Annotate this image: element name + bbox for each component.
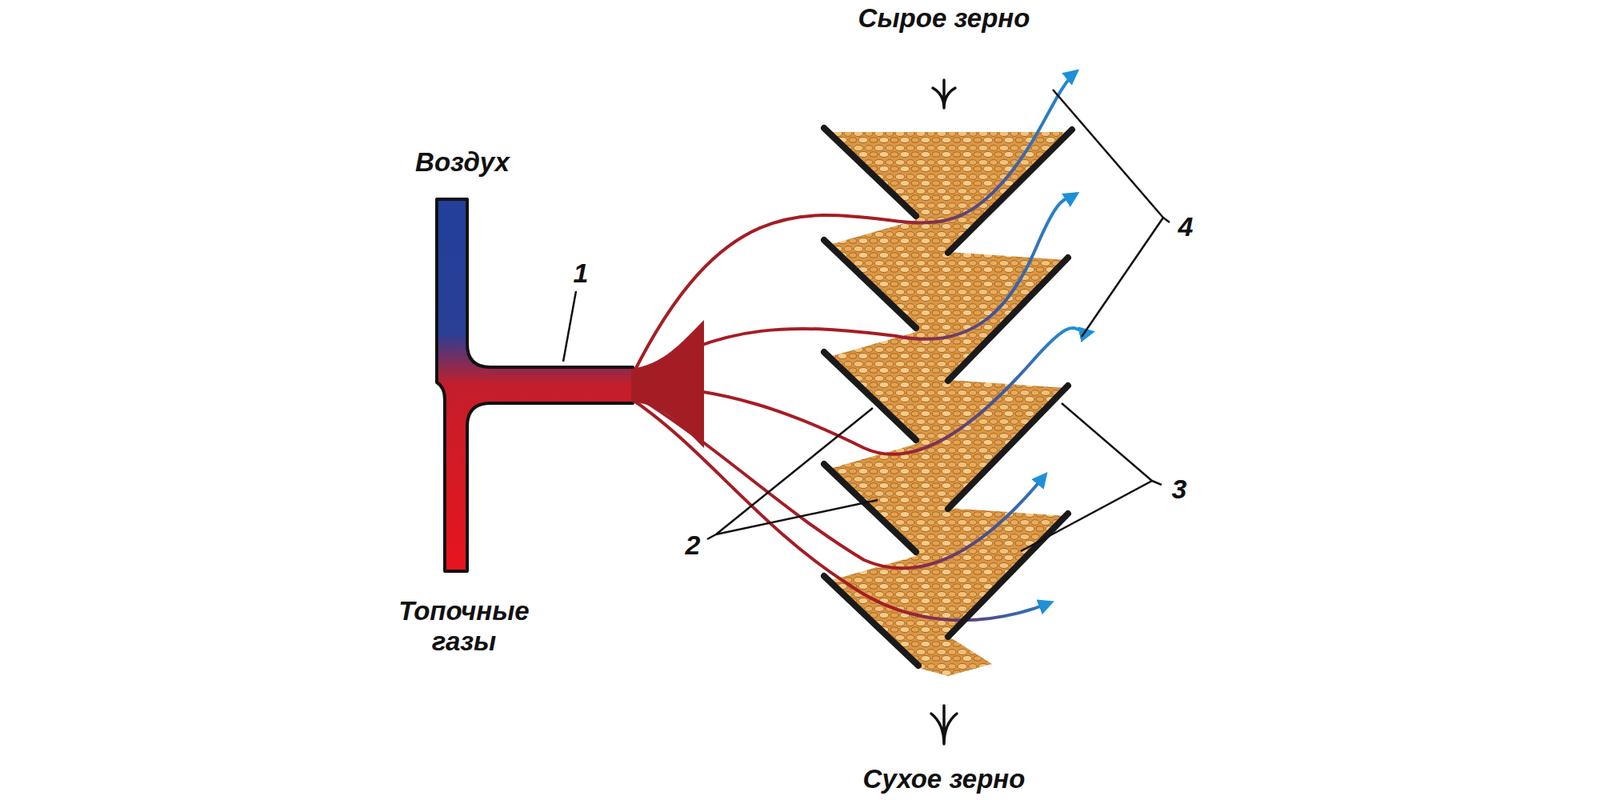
gas-flow [632, 71, 1077, 375]
leader-lines [563, 89, 1170, 552]
callout-number: 3 [1172, 473, 1188, 505]
right-plate [948, 129, 1072, 253]
gas-flow [632, 400, 1052, 620]
bracket-4-tail [1163, 217, 1170, 223]
gas-flow [632, 393, 1046, 568]
grain-arrows [931, 80, 957, 744]
plates [824, 128, 1072, 666]
left-plate [824, 576, 919, 666]
input-label: Воздух [415, 147, 510, 178]
bracket-3 [1020, 403, 1152, 552]
leader-line [563, 291, 576, 362]
input-label: Топочные газы [384, 596, 544, 657]
bracket-2-tail [707, 534, 716, 540]
callout-number: 4 [1178, 211, 1194, 243]
left-plate [824, 128, 916, 216]
right-plate [948, 385, 1068, 509]
bracket-2 [716, 408, 878, 535]
left-plate [824, 240, 916, 328]
gas-flows [632, 71, 1092, 620]
left-plate [824, 352, 916, 440]
right-plate [948, 513, 1068, 637]
callout-number: 2 [685, 529, 701, 561]
grain-in-arrow [932, 80, 956, 108]
bracket-3-tail [1152, 480, 1162, 485]
gas-flow [632, 193, 1077, 381]
outlet-label: Сухое зерно [863, 764, 1026, 795]
callout-number: 1 [573, 257, 589, 289]
gas-air-pipe [436, 199, 633, 572]
grain-out-arrow [931, 705, 957, 744]
inlet-label: Сырое зерно [858, 3, 1031, 34]
right-plate [948, 257, 1068, 381]
bracket-4 [1052, 89, 1164, 337]
pipe-fan-out [631, 320, 704, 448]
